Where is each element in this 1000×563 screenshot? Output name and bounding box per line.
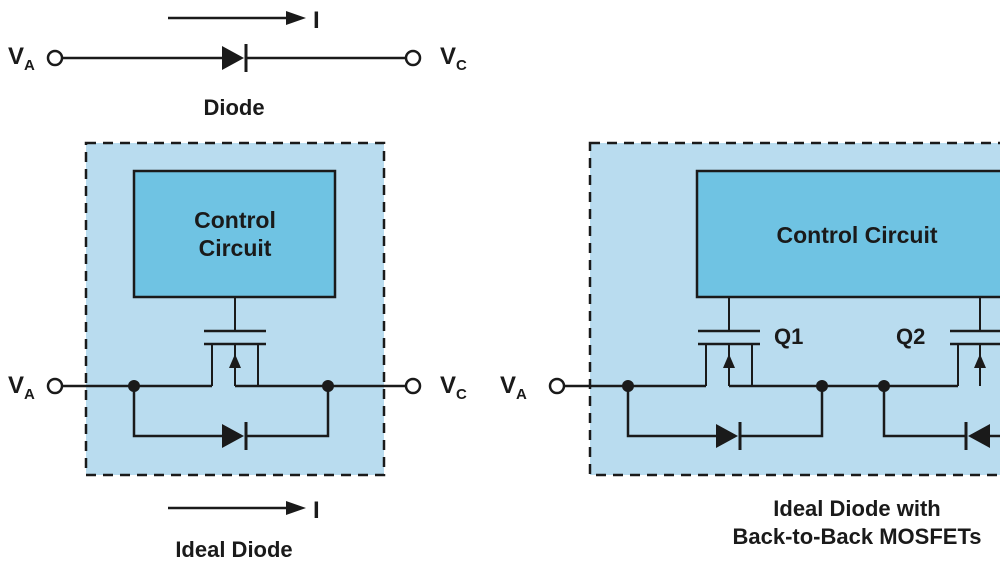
- control-circuit-label-left-2: Circuit: [199, 235, 272, 261]
- terminal-vc-top: [404, 49, 422, 67]
- current-label-top: I: [313, 7, 320, 34]
- b2b-wires: [564, 384, 1000, 438]
- mosfet-q1: [698, 297, 760, 386]
- diode-symbol-top: [222, 44, 248, 72]
- node-left-1: [128, 380, 140, 392]
- node-left-2: [322, 380, 334, 392]
- vc-label-top: VC: [440, 43, 467, 74]
- ideal-diode-wires: [62, 384, 406, 438]
- control-circuit-label-right: Control Circuit: [777, 222, 938, 248]
- mosfet-left: [204, 297, 266, 386]
- q2-label: Q2: [896, 324, 925, 349]
- terminal-va-top: [46, 49, 64, 67]
- va-label-left: VA: [8, 372, 35, 403]
- terminal-va-right: [548, 377, 566, 395]
- mosfet-q2: [950, 297, 1000, 386]
- diode-caption: Diode: [203, 95, 264, 120]
- control-circuit-label-left-1: Control: [194, 207, 276, 233]
- current-arrow-bottom: [168, 501, 306, 515]
- terminal-va-left: [46, 377, 64, 395]
- ideal-diode-caption: Ideal Diode: [175, 537, 292, 562]
- terminal-vc-left: [404, 377, 422, 395]
- node-right-3: [878, 380, 890, 392]
- body-diode-left: [222, 422, 248, 450]
- node-right-1: [622, 380, 634, 392]
- control-circuit-box-left: [132, 169, 337, 299]
- vc-label-left: VC: [440, 372, 467, 403]
- body-diode-q1: [716, 422, 742, 450]
- current-arrow-top: [168, 11, 306, 25]
- node-right-2: [816, 380, 828, 392]
- body-diode-q2: [964, 422, 990, 450]
- va-label-top: VA: [8, 43, 35, 74]
- va-label-right: VA: [500, 372, 527, 403]
- q1-label: Q1: [774, 324, 803, 349]
- b2b-caption-1: Ideal Diode with: [773, 496, 940, 521]
- b2b-caption-2: Back-to-Back MOSFETs: [733, 524, 982, 549]
- current-label-bottom: I: [313, 497, 320, 524]
- control-circuit-box-right: [695, 169, 1000, 299]
